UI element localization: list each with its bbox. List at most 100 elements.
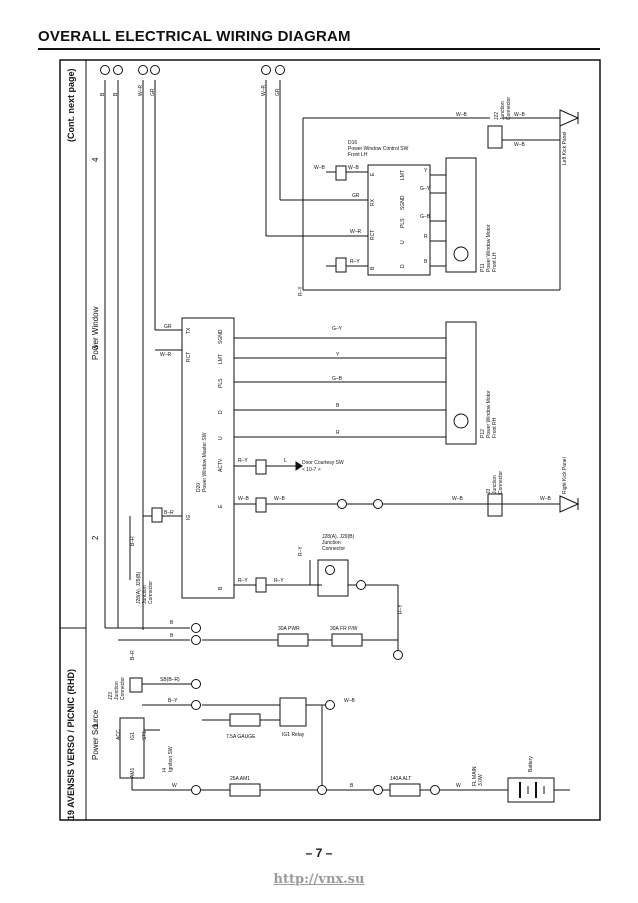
j28-id: J28(A), J29(B) [136, 571, 142, 604]
fuse-30a-frpw-label: 30A FR P/W [330, 626, 358, 632]
i4-id: I4 [162, 768, 168, 772]
wire-label-gr: GR [150, 88, 156, 96]
d16-terminal-rct: RCT [370, 230, 376, 240]
d16-terminal-b: B [370, 266, 376, 270]
p12-motor-symbol [453, 413, 469, 429]
wire-label-wr: W–R [160, 352, 172, 358]
d20-terminal-lmt: LMT [218, 354, 224, 364]
wire-label-gr: GR [164, 324, 172, 330]
ign-terminal-am1: AM1 [130, 768, 136, 779]
watermark-link[interactable]: http://vnx.su [273, 872, 365, 887]
wire-label-br: B–R [130, 650, 136, 660]
wire-label-br: B–R [130, 536, 136, 546]
wire-label-ry: R–Y [274, 578, 284, 584]
d16-terminal-lmt: LMT [400, 170, 406, 180]
d16-terminal-sgnd: SGND [400, 195, 406, 210]
j28b-name: Junction [322, 540, 341, 546]
fuse-30a-frpw [331, 633, 363, 647]
fuse-140a-alt [389, 783, 421, 797]
p11-id: P11 [480, 263, 486, 272]
wire-label-w: W [172, 783, 177, 789]
wire-label-wb: W–B [514, 142, 526, 148]
d16-terminal-u: U [400, 240, 406, 244]
p12-loc: Front RH [492, 417, 498, 438]
d16-loc: Front LH [348, 152, 368, 158]
battery-label: Battery [528, 756, 534, 772]
model-label: 19 AVENSIS VERSO / PICNIC (RHD) [66, 669, 76, 820]
p12-name: Power Window Motor [486, 390, 492, 438]
d20-terminal-sgnd: SGND [218, 329, 224, 344]
j23-id: J23 [108, 692, 114, 700]
d20-terminal-e: E [218, 504, 224, 508]
page-title: OVERALL ELECTRICAL WIRING DIAGRAM [38, 28, 351, 45]
d20-terminal-actv: ACTV [218, 458, 224, 472]
d16-terminal-d: D [400, 264, 406, 268]
p12-motor-box [445, 321, 477, 445]
section-power-source: Power Source [91, 709, 100, 760]
section-num-4: 4 [91, 157, 100, 162]
j22-id: J22 [494, 112, 500, 120]
d20-terminal-d: D [218, 410, 224, 414]
continued-label: (Cont. next page) [66, 68, 76, 142]
wire-label-gy: G–Y [420, 186, 431, 192]
wire-label-w: W [456, 783, 461, 789]
left-kick-ground-symbol [559, 109, 580, 127]
door-courtesy-sw-label: Door Courtesy SW [302, 460, 344, 466]
j3-id: J3 [486, 489, 492, 495]
wire-label-y: Y [424, 168, 428, 174]
wire-label-ry: R–Y [398, 604, 404, 614]
wire-label-wb: W–B [274, 496, 286, 502]
fuse-30a-pwr [277, 633, 309, 647]
j22-name2: Connector [506, 97, 512, 120]
fuse-140a-alt-label: 140A ALT [390, 776, 411, 782]
i4-name: Ignition SW [168, 746, 174, 772]
d20-name: Power Window Master SW [202, 432, 208, 492]
page-number: – 7 – [305, 846, 333, 860]
d20-switch-body [181, 317, 235, 599]
wire-label-ry: R–Y [350, 259, 360, 265]
wire-label-r: R [336, 430, 340, 436]
wire-label-wr: W–R [350, 229, 362, 235]
wire-label-wb: W–B [314, 165, 326, 171]
d16-terminal-pls: PLS [400, 218, 406, 228]
j28b-name2: Connector [322, 546, 345, 552]
j28b-id: J28(A), J29(B) [322, 534, 355, 540]
wire-label-y: Y [336, 352, 340, 358]
ign-terminal-acc: ACC [116, 729, 122, 740]
j23-name: Junction [114, 681, 120, 700]
d16-id: D16 [348, 140, 357, 146]
d16-switch-body [367, 164, 431, 276]
d20-id: D20 [196, 483, 202, 492]
ign-terminal-st1: ST1 [142, 731, 148, 740]
d20-terminal-pls: PLS [218, 378, 224, 388]
wire-label-by: B–Y [168, 698, 178, 704]
d20-terminal-rct: RCT [186, 352, 192, 362]
wire-label-ry: R–Y [298, 286, 304, 296]
wire-label-b: B [113, 92, 119, 96]
door-courtesy-sw-ref: < 10-7 > [302, 467, 321, 473]
wire-label-wr: W–R [138, 85, 144, 97]
j28-name2: Connector [148, 581, 154, 604]
fuse-7-5a-gauge-label: 7.5A GAUGE [226, 734, 256, 740]
j28-name: Junction [142, 585, 148, 604]
right-kick-panel-label: Right Kick Panel [562, 457, 568, 494]
j3-connector [487, 493, 503, 517]
diagram-frame [59, 59, 601, 821]
wire-label-b: B [336, 403, 340, 409]
battery-symbol [507, 777, 555, 803]
left-kick-panel-label: Left Kick Panel [562, 132, 568, 165]
fuse-fl-main-size: 3.0W [478, 774, 484, 786]
j22-name: Junction [500, 101, 506, 120]
wire-label-wr: W–R [261, 85, 267, 97]
wire-label-gr: GR [352, 193, 360, 199]
fuse-25a-am1 [229, 783, 261, 797]
d16-name: Power Window Control SW [348, 146, 409, 152]
fuse-fl-main-label: FL MAIN [472, 766, 478, 786]
section-num-1: 1 [91, 723, 100, 728]
wire-label-b: B [170, 620, 174, 626]
wire-label-b: B [424, 259, 428, 265]
fuse-30a-pwr-label: 30A PWR [278, 626, 300, 632]
wire-label-gr: GR [275, 88, 281, 96]
ig1-relay-box [279, 697, 307, 727]
j23-name2: Connector [120, 677, 126, 700]
